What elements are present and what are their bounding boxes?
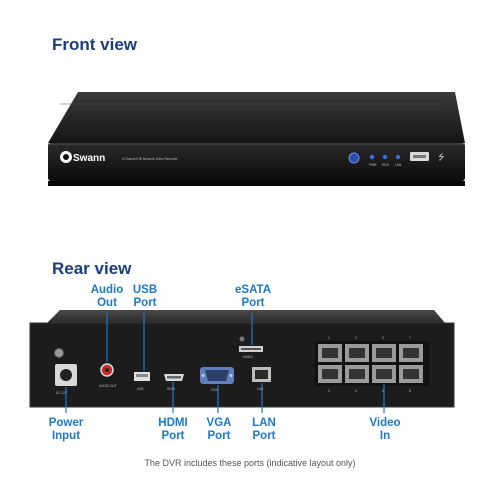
poe-number: 5 bbox=[382, 336, 384, 340]
lan-led-label: LAN bbox=[395, 163, 402, 167]
rear-view-heading: Rear view bbox=[52, 259, 132, 278]
esata-screw bbox=[239, 336, 245, 342]
audio-out-label-line2: Out bbox=[97, 297, 117, 309]
hdmi-port-label-line1: HDMI bbox=[158, 417, 187, 429]
power-button[interactable] bbox=[348, 152, 360, 164]
vga-screw-right bbox=[229, 374, 233, 377]
lan-port-label-line2: Port bbox=[253, 430, 276, 442]
esata-port-text: eSATA bbox=[243, 355, 253, 359]
hdd-led-icon bbox=[382, 154, 388, 160]
ground-screw bbox=[54, 348, 64, 358]
front-usb-slot bbox=[413, 155, 426, 158]
audio-port-text: AUDIO OUT bbox=[99, 384, 117, 388]
vga-socket bbox=[205, 370, 229, 381]
rear-device-top bbox=[47, 310, 445, 323]
pwr-led-icon bbox=[369, 154, 375, 160]
pwr-led-label: PWR bbox=[369, 163, 377, 167]
power-jack-icon bbox=[60, 369, 72, 381]
poe-ports bbox=[318, 344, 423, 383]
poe-socket bbox=[349, 369, 365, 379]
lan-socket bbox=[255, 370, 268, 379]
poe-socket bbox=[376, 348, 392, 358]
poe-socket bbox=[403, 348, 419, 358]
lan-led-icon bbox=[395, 154, 401, 160]
lan-port-text: LAN bbox=[257, 387, 264, 391]
usb-icon: ⭍ bbox=[438, 153, 445, 162]
front-device: Swann 8 Channel HD Network Video Recorde… bbox=[48, 92, 465, 186]
audio-out-label-line1: Audio bbox=[91, 284, 124, 296]
poe-number: 3 bbox=[355, 336, 357, 340]
esata-port-label-line1: eSATA bbox=[235, 284, 271, 296]
usb-port-label-line2: Port bbox=[134, 297, 157, 309]
hdmi-port-label-line2: Port bbox=[162, 430, 185, 442]
esata-port-label-line2: Port bbox=[242, 297, 265, 309]
poe-number: 6 bbox=[382, 389, 384, 393]
poe-number: 4 bbox=[355, 389, 357, 393]
brand-name: Swann bbox=[73, 153, 105, 164]
power-input-label-line1: Power bbox=[49, 417, 84, 429]
video-in-label-line1: Video bbox=[369, 417, 400, 429]
power-port-text: DC 12V bbox=[56, 391, 68, 395]
poe-number: 1 bbox=[328, 336, 330, 340]
front-panel bbox=[48, 143, 465, 181]
poe-number: 2 bbox=[328, 389, 330, 393]
callout-lines bbox=[65, 313, 385, 413]
swann-logo-inner bbox=[63, 154, 69, 160]
vga-port-label-line1: VGA bbox=[207, 417, 232, 429]
front-device-top bbox=[48, 92, 465, 143]
front-base bbox=[48, 181, 465, 186]
poe-socket bbox=[376, 369, 392, 379]
usb-port-label-line1: USB bbox=[133, 284, 157, 296]
rear-device: DC 12V AUDIO OUT USB HDMI VGA eSATA LAN bbox=[29, 310, 455, 408]
hdd-led-label: HDD bbox=[382, 163, 390, 167]
poe-socket bbox=[322, 369, 338, 379]
caption: The DVR includes these ports (indicative… bbox=[144, 458, 356, 468]
poe-number: 7 bbox=[409, 336, 411, 340]
poe-socket bbox=[349, 348, 365, 358]
model-text: 8 Channel HD Network Video Recorder bbox=[122, 157, 179, 161]
hdmi-port-text: HDMI bbox=[167, 387, 175, 391]
vga-port-label-line2: Port bbox=[208, 430, 231, 442]
poe-socket bbox=[322, 348, 338, 358]
power-input-label-line2: Input bbox=[52, 430, 80, 442]
rear-usb-slot bbox=[136, 374, 148, 377]
lan-port-label-line1: LAN bbox=[252, 417, 276, 429]
audio-jack-hole bbox=[105, 368, 109, 372]
hdmi-slot bbox=[167, 376, 181, 379]
rear-panel-outline bbox=[29, 322, 455, 408]
poe-number: 8 bbox=[409, 389, 411, 393]
poe-socket bbox=[403, 369, 419, 379]
front-view-heading: Front view bbox=[52, 35, 138, 54]
video-in-label-line2: In bbox=[380, 430, 390, 442]
callout-labels: Audio Out USB Port eSATA Port Power Inpu… bbox=[49, 284, 401, 442]
esata-slot bbox=[241, 348, 261, 350]
vga-port-text: VGA bbox=[211, 388, 219, 392]
vga-screw-left bbox=[201, 374, 205, 377]
usb-port-text: USB bbox=[137, 387, 144, 391]
